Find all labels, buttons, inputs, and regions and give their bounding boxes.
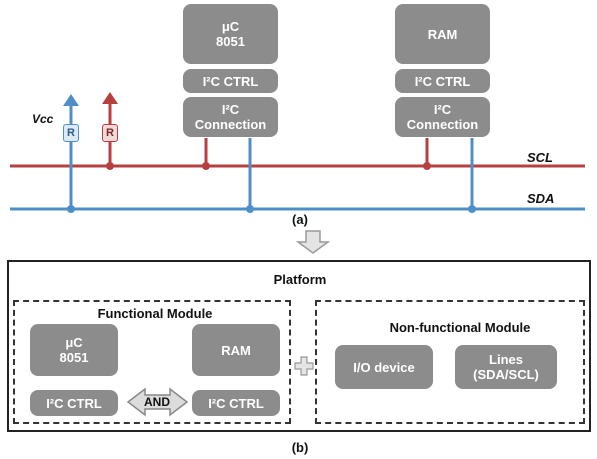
io-device-box: I/O device (335, 345, 433, 389)
platform-title: Platform (273, 272, 327, 287)
caption-b: (b) (291, 440, 309, 455)
top-uc-line2: 8051 (216, 34, 245, 49)
ram-sda-junction (468, 205, 476, 213)
bottom-uc-line2: 8051 (59, 350, 89, 365)
down-arrow-icon (295, 230, 331, 254)
sda-junction (67, 205, 75, 213)
ram-scl-junction (423, 162, 431, 170)
scl-label: SCL (527, 150, 553, 165)
lines-box-line2: (SDA/SCL) (473, 367, 539, 382)
plus-icon (294, 356, 314, 376)
top-ram-i2c-ctrl: I²C CTRL (395, 69, 490, 93)
vcc-scl-arrowhead (102, 92, 118, 104)
uc-scl-junction (202, 162, 210, 170)
sda-label: SDA (527, 191, 555, 206)
resistor-scl: R (102, 124, 118, 142)
lines-box: Lines (SDA/SCL) (455, 345, 557, 389)
caption-a: (a) (292, 212, 308, 227)
top-ram-conn-line2: Connection (406, 117, 479, 132)
nonfunctional-module-title: Non-functional Module (389, 320, 531, 335)
platform-container (7, 260, 591, 432)
vcc-sda-arrowhead (63, 94, 79, 106)
vcc-label: Vcc (32, 112, 54, 126)
bottom-uc-box: μC 8051 (30, 324, 118, 376)
top-ram-i2c-connection: I²C Connection (395, 97, 490, 137)
top-uc-conn-line1: I²C (221, 102, 240, 117)
top-uc-i2c-connection: I²C Connection (183, 97, 278, 137)
top-uc-i2c-ctrl: I²C CTRL (183, 69, 278, 93)
and-label: AND (144, 395, 170, 409)
bottom-right-i2c-ctrl: I²C CTRL (192, 390, 280, 416)
top-ram-box: RAM (395, 4, 490, 64)
bottom-left-i2c-ctrl: I²C CTRL (30, 390, 118, 416)
lines-box-line1: Lines (489, 352, 523, 367)
nonfunctional-module (315, 300, 585, 424)
uc-sda-junction (246, 205, 254, 213)
scl-junction (106, 162, 114, 170)
functional-module (13, 300, 291, 424)
top-ram-conn-line1: I²C (433, 102, 452, 117)
double-arrow-icon (126, 387, 189, 417)
top-uc-line1: μC (221, 19, 240, 34)
top-uc-conn-line2: Connection (194, 117, 267, 132)
bottom-ram-box: RAM (192, 324, 280, 376)
resistor-sda: R (63, 124, 79, 142)
bottom-uc-line1: μC (65, 335, 83, 350)
functional-module-title: Functional Module (97, 306, 213, 321)
top-uc-box: μC 8051 (183, 4, 278, 64)
